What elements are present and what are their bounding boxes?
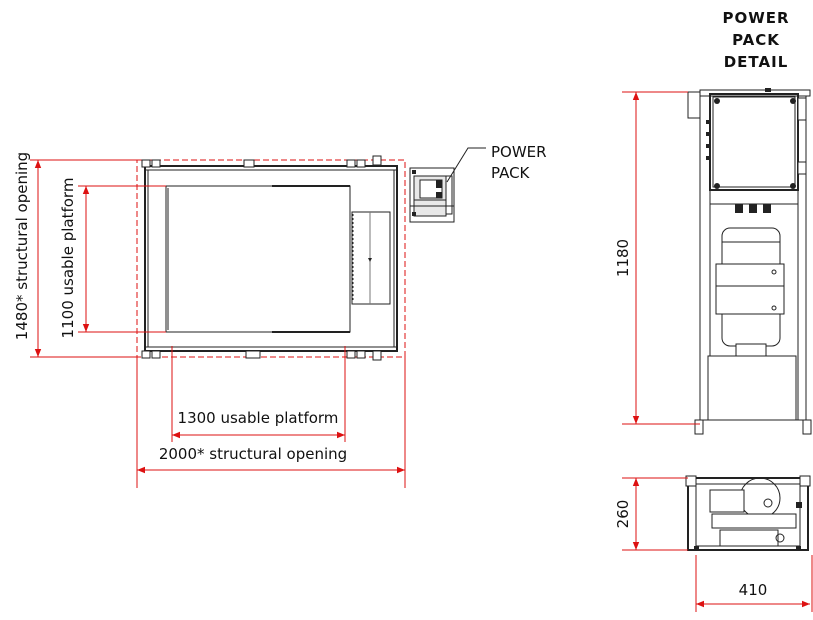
tank [707, 355, 797, 421]
power-pack-plan [409, 167, 455, 223]
pack-width-label: 410 [739, 581, 768, 599]
structural-depth-label: 1480* structural opening [13, 152, 31, 340]
structural-width-label: 2000* structural opening [159, 445, 347, 463]
frame-fixings [141, 155, 382, 361]
detail-dimensions [622, 91, 813, 612]
power-pack-callout-line1: POWER [491, 143, 547, 161]
plan-dimensions [30, 159, 406, 488]
power-pack-leader [446, 147, 486, 183]
usable-depth-label: 1100 usable platform [59, 178, 77, 339]
power-pack-base-plan [685, 475, 811, 551]
usable-width-label: 1300 usable platform [178, 409, 339, 427]
usable-platform-area [165, 185, 351, 333]
pack-depth-label: 260 [614, 500, 632, 529]
structural-opening-outline [136, 159, 406, 358]
power-pack-callout-line2: PACK [491, 164, 531, 182]
detail-title-line2: PACK [732, 31, 780, 49]
detail-title-line3: DETAIL [724, 53, 789, 71]
lift-frame-inner [147, 169, 395, 348]
power-pack-elevation [687, 88, 812, 435]
control-box [709, 93, 799, 191]
lift-plan-view [136, 147, 486, 361]
pack-height-label: 1180 [614, 239, 632, 277]
detail-title-line1: POWER [722, 9, 789, 27]
lift-frame-outer [144, 165, 398, 352]
